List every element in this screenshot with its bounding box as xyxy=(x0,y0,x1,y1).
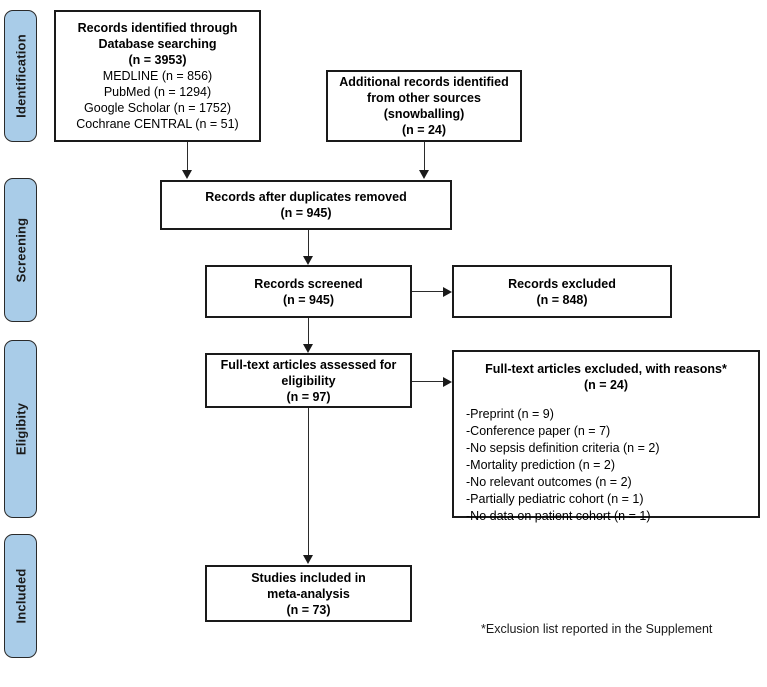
box-database-search: Records identified through Database sear… xyxy=(54,10,261,142)
stage-bar-identification: Identification xyxy=(4,10,37,142)
exclusion-reason-partially-pediatric: -Partially pediatric cohort (n = 1) xyxy=(466,492,644,506)
connector-database-to-duplicates xyxy=(187,142,188,172)
fulltext-assessed-count: (n = 97) xyxy=(286,389,331,404)
studies-included-count: (n = 73) xyxy=(286,602,331,617)
arrowhead-screened-to-excluded xyxy=(443,287,452,297)
database-search-source-google-scholar: Google Scholar (n = 1752) xyxy=(84,101,231,115)
other-sources-title-line3: (snowballing) xyxy=(383,107,465,121)
stage-label-eligibility: Eligibity xyxy=(13,402,28,456)
box-records-screened: Records screened (n = 945) xyxy=(205,265,412,318)
database-search-source-cochrane: Cochrane CENTRAL (n = 51) xyxy=(76,117,239,131)
connector-fulltext-to-excluded xyxy=(412,381,443,382)
records-screened-count: (n = 945) xyxy=(282,292,335,307)
fulltext-excluded-title: Full-text articles excluded, with reason… xyxy=(485,362,727,376)
database-search-title-line1: Records identified through xyxy=(77,21,238,35)
arrowhead-fulltext-to-included xyxy=(303,555,313,564)
other-sources-title-line1: Additional records identified xyxy=(339,75,509,89)
records-excluded-title: Records excluded xyxy=(508,276,616,291)
database-search-source-pubmed: PubMed (n = 1294) xyxy=(103,85,212,99)
stage-label-screening: Screening xyxy=(13,217,28,283)
exclusion-reason-no-patient-cohort-data: -No data on patient cohort (n = 1) xyxy=(466,509,651,523)
stage-bar-included: Included xyxy=(4,534,37,658)
records-screened-title: Records screened xyxy=(254,276,363,291)
fulltext-assessed-title-line1: Full-text articles assessed for xyxy=(220,357,397,372)
arrowhead-other-to-duplicates xyxy=(419,170,429,179)
studies-included-title-line2: meta-analysis xyxy=(267,586,350,601)
stage-bar-screening: Screening xyxy=(4,178,37,322)
connector-duplicates-to-screened xyxy=(308,230,309,258)
connector-screened-to-fulltext xyxy=(308,318,309,346)
exclusion-reason-preprint: -Preprint (n = 9) xyxy=(466,407,554,421)
exclusion-reason-mortality-prediction: -Mortality prediction (n = 2) xyxy=(466,458,616,472)
duplicates-removed-count: (n = 945) xyxy=(280,206,332,220)
studies-included-title-line1: Studies included in xyxy=(251,570,366,585)
fulltext-assessed-title-line2: eligibility xyxy=(281,373,336,388)
box-other-sources: Additional records identified from other… xyxy=(326,70,522,142)
exclusion-reason-no-relevant-outcomes: -No relevant outcomes (n = 2) xyxy=(466,475,632,489)
connector-screened-to-excluded xyxy=(412,291,443,292)
connector-fulltext-to-included xyxy=(308,408,309,557)
stage-bar-eligibility: Eligibity xyxy=(4,340,37,518)
box-fulltext-assessed: Full-text articles assessed for eligibil… xyxy=(205,353,412,408)
arrowhead-screened-to-fulltext xyxy=(303,344,313,353)
footnote-exclusion-list: *Exclusion list reported in the Suppleme… xyxy=(481,622,713,636)
box-records-excluded: Records excluded (n = 848) xyxy=(452,265,672,318)
arrowhead-database-to-duplicates xyxy=(182,170,192,179)
exclusion-reason-no-sepsis-definition: -No sepsis definition criteria (n = 2) xyxy=(466,441,660,455)
database-search-source-medline: MEDLINE (n = 856) xyxy=(102,69,213,83)
arrowhead-duplicates-to-screened xyxy=(303,256,313,265)
stage-label-included: Included xyxy=(13,568,28,624)
duplicates-removed-title: Records after duplicates removed xyxy=(205,190,407,204)
database-search-count: (n = 3953) xyxy=(128,53,187,67)
box-fulltext-excluded: Full-text articles excluded, with reason… xyxy=(452,350,760,523)
database-search-title-line2: Database searching xyxy=(98,37,217,51)
fulltext-excluded-reason-list: -Preprint (n = 9) -Conference paper (n =… xyxy=(454,406,758,525)
fulltext-excluded-count: (n = 24) xyxy=(583,378,629,392)
stage-label-identification: Identification xyxy=(13,34,28,118)
arrowhead-fulltext-to-excluded xyxy=(443,377,452,387)
connector-other-to-duplicates xyxy=(424,142,425,172)
other-sources-count: (n = 24) xyxy=(401,123,447,137)
exclusion-reason-conference-paper: -Conference paper (n = 7) xyxy=(466,424,611,438)
other-sources-title-line2: from other sources xyxy=(367,91,481,105)
records-excluded-count: (n = 848) xyxy=(536,292,588,307)
box-duplicates-removed: Records after duplicates removed (n = 94… xyxy=(160,180,452,230)
box-studies-included: Studies included in meta-analysis (n = 7… xyxy=(205,565,412,622)
